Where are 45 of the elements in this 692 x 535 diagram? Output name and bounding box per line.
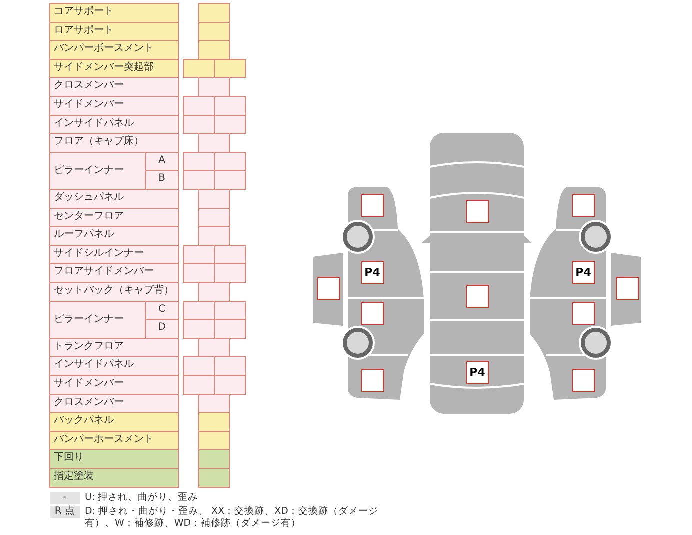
marked-check-box: P4 [572, 261, 595, 284]
part-name-cell: セットバック（キャブ背） [49, 282, 179, 302]
part-name-cell: フロア（キャブ床） [49, 133, 179, 153]
part-name-cell: バンパーボースメント [49, 40, 179, 60]
check-box [572, 369, 595, 392]
part-name-cell: 下回り [49, 449, 179, 469]
check-box [361, 369, 384, 392]
part-name-cell: ダッシュパネル [49, 189, 179, 209]
part-name-cell: ピラーインナー [49, 300, 146, 339]
check-box [466, 200, 489, 223]
sub-label-cell: B [145, 170, 179, 190]
part-name-cell: インサイドパネル [49, 114, 179, 134]
part-name-cell: クロスメンバー [49, 77, 179, 97]
key-note: U: 押され、曲がり、歪み [85, 492, 200, 504]
part-name-cell: トランクフロア [49, 338, 179, 358]
key-tag: - [50, 492, 80, 504]
marked-check-box: P4 [361, 261, 384, 284]
part-name-cell: サイドメンバー [49, 96, 179, 116]
sub-label-cell: A [145, 152, 179, 172]
part-name-cell: コアサポート [49, 3, 179, 23]
check-box [317, 277, 340, 300]
key-note: D: 押され・曲がり・歪み、 XX：交換跡、XD：交換跡（ダメージ有）、W：補修跡、WD：補修跡（ダメージ有） [85, 506, 380, 530]
part-name-cell: フロアサイドメンバー [49, 263, 179, 283]
key-tag: R 点 [50, 506, 80, 518]
sub-label-cell: D [145, 319, 179, 339]
part-name-cell: センターフロア [49, 208, 179, 228]
part-name-cell: ロアサポート [49, 22, 179, 42]
check-box [466, 285, 489, 308]
check-box [572, 194, 595, 217]
part-name-cell: サイドシルインナー [49, 244, 179, 264]
marked-check-box: P4 [466, 361, 489, 384]
sub-label-cell: C [145, 300, 179, 320]
part-name-cell: サイドメンバー [49, 375, 179, 395]
check-box [361, 302, 384, 325]
part-name-cell: クロスメンバー [49, 394, 179, 414]
part-name-cell: インサイドパネル [49, 356, 179, 376]
check-box [361, 194, 384, 217]
part-name-cell: ルーフパネル [49, 226, 179, 246]
part-name-cell: バンパーホースメント [49, 430, 179, 450]
part-name-cell: 指定塗装 [49, 468, 179, 488]
part-name-cell: サイドメンバー突起部 [49, 58, 179, 78]
part-name-cell: バックパネル [49, 412, 179, 432]
check-box [572, 302, 595, 325]
part-name-cell: ピラーインナー [49, 152, 146, 190]
check-box [616, 277, 639, 300]
